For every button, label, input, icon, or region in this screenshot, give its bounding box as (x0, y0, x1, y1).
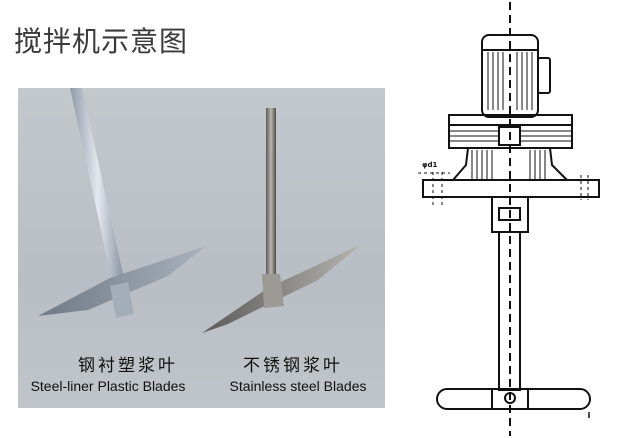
blade-photos (38, 88, 362, 333)
reducer (448, 114, 573, 149)
bell-housing (452, 147, 568, 181)
dimension-label: φd1 (422, 161, 437, 169)
blade-label-en: Stainless steel Blades (229, 378, 367, 394)
mixer-schematic-drawing: φd1 (418, 2, 600, 436)
motor (481, 34, 551, 118)
blade-photo-panel: 钢衬塑浆叶 Steel-liner Plastic Blades 不锈钢浆叶 S… (18, 88, 385, 408)
blade-label-cn: 钢衬塑浆叶 (78, 356, 178, 376)
impeller-blade (436, 388, 591, 410)
page-title: 搅拌机示意图 (14, 25, 189, 58)
blade-label-cn: 不锈钢浆叶 (243, 356, 343, 376)
blade-label-en: Steel-liner Plastic Blades (30, 378, 186, 394)
steel-liner-plastic-blade-image (38, 88, 206, 318)
bolt-holes (418, 172, 589, 207)
stainless-steel-blade-image (202, 108, 362, 333)
